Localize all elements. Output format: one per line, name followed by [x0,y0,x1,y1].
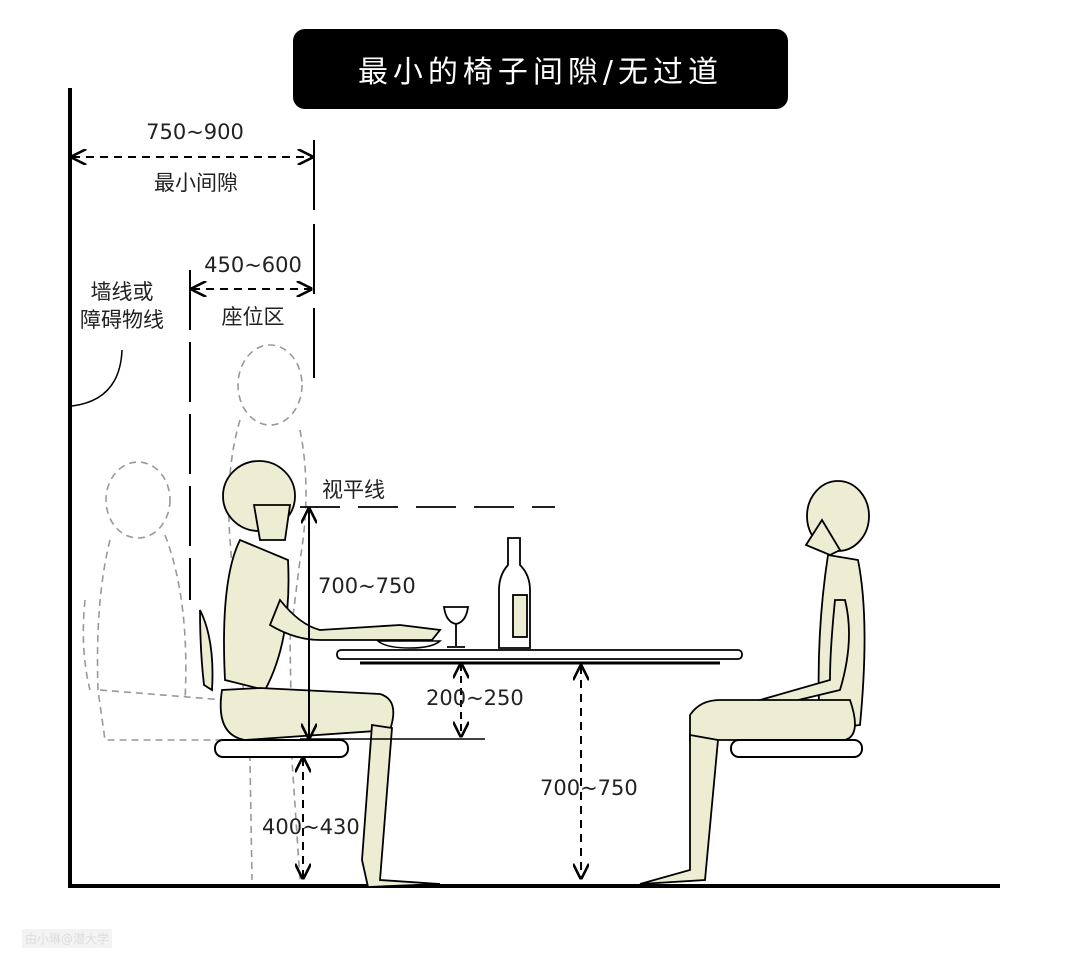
left-chair-seat [214,739,349,758]
wine-glass [442,606,470,648]
wall-line-label-2: 障碍物线 [80,308,164,332]
diagram-title: 最小的椅子间隙/无过道 [293,29,788,109]
plate [376,640,442,649]
table-to-seat-value: 200~250 [426,686,524,710]
table-top [336,649,743,660]
seat-zone-label: 座位区 [222,305,285,329]
seat-height-value: 400~430 [262,815,360,839]
wine-bottle [498,537,531,649]
min-gap-label: 最小间隙 [154,171,238,195]
seat-zone-value: 450~600 [204,253,302,277]
ghost-pushed-back-figure [82,461,230,741]
left-seated-figure [199,460,442,888]
right-chair-seat [730,739,863,758]
table-height-value: 700~750 [540,776,638,800]
right-seated-figure [639,480,870,885]
eye-height-value: 700~750 [318,574,416,598]
eye-level-label: 视平线 [322,478,385,502]
min-gap-value: 750~900 [146,120,244,144]
watermark: 由小琳@潜大学 [22,929,113,948]
wall-callout-arc [71,349,123,407]
wall-line-label-1: 墙线或 [91,280,154,304]
